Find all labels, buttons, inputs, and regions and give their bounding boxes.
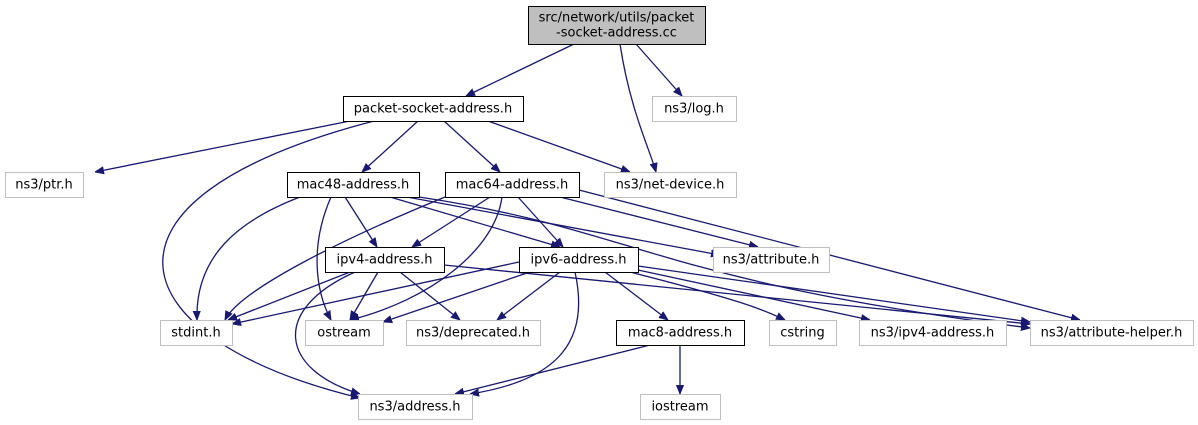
edge-mac48-to-attr — [406, 196, 720, 255]
node-mac48[interactable]: mac48-address.h — [287, 172, 420, 198]
edge-ipv6-to-ns3ipv4 — [637, 269, 870, 320]
node-ptr: ns3/ptr.h — [5, 172, 84, 198]
node-ostream: ostream — [305, 320, 384, 346]
node-box-attr — [713, 247, 830, 273]
node-label-netdev: ns3/net-device.h — [616, 178, 725, 193]
edge-ipv4-to-address — [294, 271, 360, 394]
node-label-log: ns3/log.h — [664, 102, 724, 117]
node-label-ipv6: ipv6-address.h — [531, 253, 627, 268]
node-label-mac48: mac48-address.h — [297, 178, 409, 193]
edge-mac64-to-ipv4 — [412, 196, 491, 247]
node-label-cstring: cstring — [780, 326, 824, 341]
edge-psa-to-ptr — [95, 120, 351, 172]
node-netdev: ns3/net-device.h — [604, 172, 737, 198]
node-label-root-line2: -socket-address.cc — [556, 26, 677, 41]
edge-ipv4-to-attrhelper — [443, 264, 1030, 324]
node-box-psa — [343, 96, 524, 122]
node-attrhelper: ns3/attribute-helper.h — [1030, 320, 1194, 346]
node-label-address: ns3/address.h — [369, 400, 460, 415]
node-box-ns3ipv4 — [859, 320, 1007, 346]
node-ipv6[interactable]: ipv6-address.h — [519, 247, 639, 273]
node-label-ostream: ostream — [317, 326, 371, 341]
node-box-log — [652, 96, 737, 122]
edge-ipv6-to-stdint — [232, 261, 520, 324]
edge-ipv6-to-deprecated — [497, 271, 561, 320]
node-box-attrhelper — [1030, 320, 1194, 346]
node-attr: ns3/attribute.h — [713, 247, 830, 273]
edge-psa-to-mac48 — [362, 120, 419, 172]
node-ns3ipv4: ns3/ipv4-address.h — [859, 320, 1007, 346]
edge-mac48-to-ipv6 — [389, 196, 560, 247]
node-label-attrhelper: ns3/attribute-helper.h — [1041, 326, 1183, 341]
edge-mac48-to-ostream — [316, 196, 332, 320]
node-box-address — [358, 394, 473, 420]
edge-ipv6-to-ostream — [383, 271, 531, 322]
node-stdint: stdint.h — [160, 320, 233, 346]
node-box-cstring — [769, 320, 837, 346]
edge-ipv6-to-mac8 — [604, 271, 668, 320]
node-box-ptr — [5, 172, 84, 198]
node-label-mac8: mac8-address.h — [628, 326, 732, 341]
edge-ipv4-to-stdint — [228, 271, 351, 321]
node-cstring: cstring — [769, 320, 837, 346]
node-address: ns3/address.h — [358, 394, 473, 420]
node-box-ipv6 — [519, 247, 639, 273]
edge-root-to-psa — [466, 43, 575, 97]
node-label-root-line1: src/network/utils/packet — [539, 11, 695, 26]
edge-mac64-to-ipv6 — [517, 196, 563, 247]
node-psa[interactable]: packet-socket-address.h — [343, 96, 524, 122]
node-label-ns3ipv4: ns3/ipv4-address.h — [871, 326, 995, 341]
edge-mac64-to-stdint — [224, 196, 446, 320]
edge-mac64-to-attr — [559, 196, 758, 247]
node-box-netdev — [604, 172, 737, 198]
node-label-deprecated: ns3/deprecated.h — [416, 326, 530, 341]
edge-psa-to-address — [162, 120, 375, 398]
edge-mac48-to-stdint — [197, 196, 301, 320]
node-box-stdint — [160, 320, 233, 346]
node-label-ptr: ns3/ptr.h — [15, 178, 73, 193]
edge-mac48-to-ipv4 — [344, 196, 377, 247]
node-box-mac8 — [616, 320, 745, 346]
node-label-mac64: mac64-address.h — [456, 178, 568, 193]
edge-ipv6-to-attrhelper — [637, 265, 1030, 322]
node-label-psa: packet-socket-address.h — [354, 102, 512, 117]
edge-psa-to-netdev — [487, 120, 630, 172]
node-label-iostream: iostream — [651, 400, 708, 415]
edges-layer — [95, 43, 1080, 398]
nodes-layer: src/network/utils/packet-socket-address.… — [5, 6, 1194, 420]
edge-mac48-to-attrhelper — [418, 196, 1030, 328]
node-iostream: iostream — [640, 394, 721, 420]
edge-ipv4-to-deprecated — [399, 271, 460, 320]
edge-psa-to-mac64 — [443, 120, 500, 172]
edge-root-to-log — [635, 43, 682, 96]
edge-ipv6-to-address — [470, 271, 580, 394]
node-ipv4[interactable]: ipv4-address.h — [325, 247, 445, 273]
node-box-mac64 — [445, 172, 580, 198]
edge-ipv6-to-cstring — [629, 271, 785, 321]
node-log: ns3/log.h — [652, 96, 737, 122]
node-label-attr: ns3/attribute.h — [723, 253, 820, 268]
node-deprecated: ns3/deprecated.h — [406, 320, 541, 346]
node-box-root — [528, 6, 706, 45]
node-mac8[interactable]: mac8-address.h — [616, 320, 745, 346]
node-box-iostream — [640, 394, 721, 420]
edge-root-to-netdev — [619, 43, 656, 172]
node-box-deprecated — [406, 320, 541, 346]
node-mac64[interactable]: mac64-address.h — [445, 172, 580, 198]
node-label-stdint: stdint.h — [171, 326, 220, 341]
node-box-ipv4 — [325, 247, 445, 273]
node-root[interactable]: src/network/utils/packet-socket-address.… — [528, 6, 706, 45]
edge-mac64-to-ostream — [350, 196, 503, 320]
node-box-ostream — [305, 320, 384, 346]
node-label-ipv4: ipv4-address.h — [337, 253, 433, 268]
node-box-mac48 — [287, 172, 420, 198]
edge-mac8-to-address — [455, 344, 651, 394]
